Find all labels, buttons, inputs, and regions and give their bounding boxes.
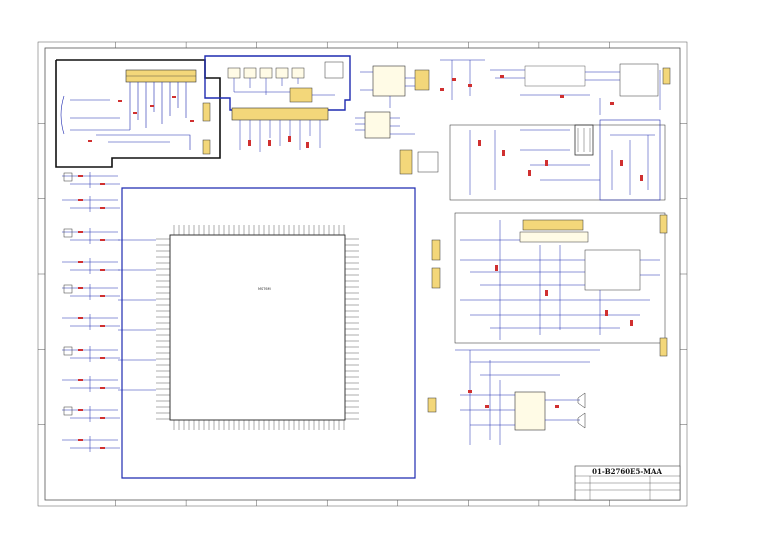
main-board-connector: [399, 149, 439, 175]
main-processor-ic: MST6M: [121, 187, 416, 479]
power-supply-section: [449, 119, 666, 201]
audio-input-section: [204, 55, 351, 111]
eeprom-ic: [355, 111, 415, 139]
title-block: 01-B2760E5-MAA: [574, 465, 681, 501]
tuner-connector: [202, 102, 211, 122]
left-input-circuits: [62, 172, 156, 452]
drawing-frame: [37, 41, 688, 507]
tuner-section: [55, 59, 221, 168]
regulator-ic: [360, 59, 485, 108]
audio-amplifier-section: [427, 349, 600, 445]
frame-zone-ticks: [38, 42, 687, 506]
backlight-section: [490, 63, 671, 115]
main-ic-label: MST6M: [258, 287, 271, 291]
tuner-connector-2: [202, 139, 211, 155]
audio-processor-ic: [231, 107, 329, 152]
lvds-section: [431, 212, 668, 357]
drawing-number: 01-B2760E5-MAA: [592, 467, 662, 476]
